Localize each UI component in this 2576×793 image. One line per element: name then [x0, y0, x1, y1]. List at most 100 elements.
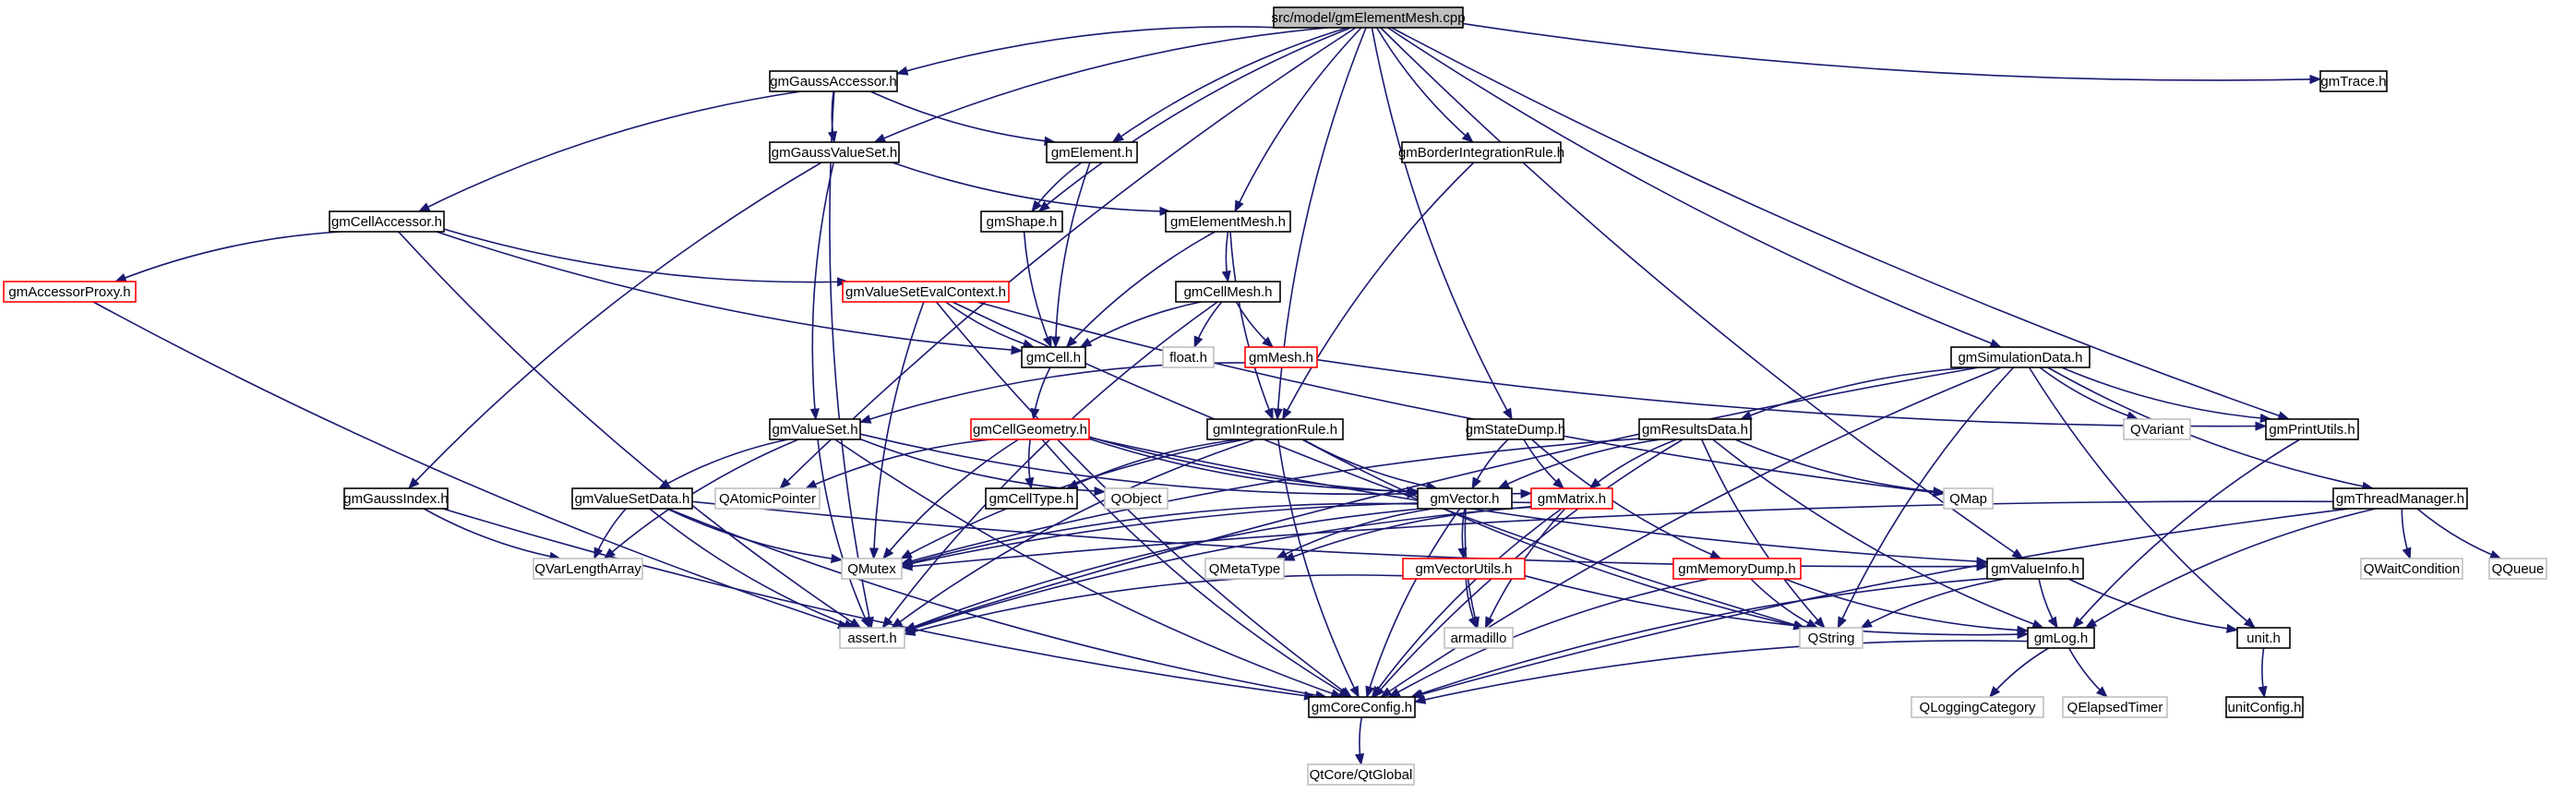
edge-log-to-coreConfig: [1413, 640, 2029, 704]
node-box-assertH: [839, 627, 905, 649]
node-qlogcat: QLoggingCategory: [1911, 696, 2044, 718]
node-box-cell: [1021, 346, 1086, 368]
node-mesh[interactable]: gmMesh.h: [1244, 346, 1318, 368]
node-label-borderRule: gmBorderIntegrationRule.h: [1398, 145, 1564, 161]
node-printUtils[interactable]: gmPrintUtils.h: [2265, 418, 2359, 440]
node-cellMesh[interactable]: gmCellMesh.h: [1175, 281, 1281, 303]
node-borderRule[interactable]: gmBorderIntegrationRule.h: [1398, 141, 1564, 163]
edge-resultsData-to-qstring: [1700, 439, 1826, 629]
node-box-unitConfig: [2225, 696, 2304, 718]
node-gaussIndex[interactable]: gmGaussIndex.h: [343, 487, 449, 510]
edges-layer: [92, 22, 2502, 766]
node-box-integrationRule: [1206, 418, 1344, 440]
node-label-threadManager: gmThreadManager.h: [2336, 491, 2464, 507]
edge-cellMesh-to-floatH: [1193, 301, 1223, 349]
edge-valueSetEval-to-qmap: [976, 301, 1946, 498]
edge-root-to-elementMesh: [1234, 27, 1362, 213]
node-cellGeometry[interactable]: gmCellGeometry.h: [970, 418, 1090, 440]
edge-memoryDump-to-coreConfig: [1388, 578, 1710, 698]
node-memoryDump[interactable]: gmMemoryDump.h: [1672, 558, 1802, 580]
edge-root-to-printUtils: [1391, 27, 2291, 421]
edge-cellGeometry-to-cellType: [1024, 439, 1035, 490]
node-qstring: QString: [1799, 627, 1863, 649]
node-label-floatH: float.h: [1169, 350, 1207, 366]
edge-printUtils-to-log: [2072, 439, 2301, 629]
node-label-unitConfig: unitConfig.h: [2227, 700, 2301, 715]
node-cell[interactable]: gmCell.h: [1021, 346, 1086, 368]
edge-valueSetEval-to-qmutex: [869, 301, 925, 560]
edge-resultsData-to-vector: [1497, 439, 1662, 489]
node-simData[interactable]: gmSimulationData.h: [1950, 346, 2091, 368]
node-resultsData[interactable]: gmResultsData.h: [1638, 418, 1752, 440]
node-box-gaussAccessor: [769, 70, 898, 92]
edge-valueSetData-to-valueInfo: [691, 500, 1989, 571]
edge-accessorProxy-to-assertH: [92, 301, 850, 630]
node-box-root: [1273, 6, 1464, 29]
edge-root-to-simData: [1387, 27, 2003, 348]
node-label-accessorProxy: gmAccessorProxy.h: [8, 284, 130, 300]
node-valueSetEval[interactable]: gmValueSetEvalContext.h: [842, 281, 1010, 303]
node-label-elementMesh: gmElementMesh.h: [1170, 214, 1286, 230]
node-vector[interactable]: gmVector.h: [1417, 487, 1513, 510]
edge-gaussAccessor-to-cellAccessor: [417, 90, 802, 212]
edge-valueSetEval-to-cell: [945, 301, 1036, 349]
edge-simData-to-printUtils: [2061, 366, 2272, 424]
node-box-qstring: [1799, 627, 1863, 649]
node-cellType[interactable]: gmCellType.h: [985, 487, 1078, 510]
node-shape[interactable]: gmShape.h: [980, 210, 1063, 233]
edge-gaussAccessor-to-assertH: [829, 90, 874, 630]
node-cellAccessor[interactable]: gmCellAccessor.h: [329, 210, 445, 233]
edge-root-to-gaussValueSet: [873, 27, 1328, 143]
node-accessorProxy[interactable]: gmAccessorProxy.h: [3, 281, 137, 303]
node-box-coreConfig: [1308, 696, 1416, 718]
edge-root-to-element: [1111, 27, 1348, 143]
node-floatH: float.h: [1162, 346, 1215, 368]
node-coreConfig[interactable]: gmCoreConfig.h: [1308, 696, 1416, 718]
edge-log-to-qlogcat: [1988, 647, 2050, 698]
node-log[interactable]: gmLog.h: [2027, 627, 2095, 649]
node-gaussValueSet[interactable]: gmGaussValueSet.h: [769, 141, 900, 163]
node-gaussAccessor[interactable]: gmGaussAccessor.h: [769, 70, 898, 92]
edge-vectorUtils-to-assertH: [903, 574, 1404, 636]
node-label-valueInfo: gmValueInfo.h: [1991, 561, 2079, 577]
node-box-qvla: [533, 558, 643, 580]
edge-vector-to-qmutex: [900, 502, 1419, 568]
node-element[interactable]: gmElement.h: [1046, 141, 1138, 163]
node-valueSet[interactable]: gmValueSet.h: [769, 418, 861, 440]
node-stateDump[interactable]: gmStateDump.h: [1466, 418, 1565, 440]
edge-cellAccessor-to-assertH: [398, 231, 862, 629]
node-label-qobject: QObject: [1110, 491, 1162, 507]
node-matrix[interactable]: gmMatrix.h: [1530, 487, 1613, 510]
node-qmetatype: QMetaType: [1204, 558, 1285, 580]
node-unitConfig[interactable]: unitConfig.h: [2225, 696, 2304, 718]
node-label-qwait: QWaitCondition: [2364, 561, 2461, 577]
edge-matrix-to-qmetatype: [1282, 506, 1532, 561]
edge-resultsData-to-matrix: [1588, 439, 1678, 489]
node-label-assertH: assert.h: [847, 631, 896, 646]
node-root[interactable]: src/model/gmElementMesh.cpp: [1271, 6, 1466, 29]
node-unitH[interactable]: unit.h: [2236, 627, 2291, 649]
node-valueSetData[interactable]: gmValueSetData.h: [571, 487, 693, 510]
node-elementMesh[interactable]: gmElementMesh.h: [1165, 210, 1291, 233]
node-label-gaussIndex: gmGaussIndex.h: [343, 491, 448, 507]
node-box-vectorUtils: [1402, 558, 1526, 580]
node-label-vectorUtils: gmVectorUtils.h: [1415, 561, 1512, 577]
edge-mesh-to-valueSet: [858, 362, 1246, 424]
edge-cellGeometry-to-qatomic: [805, 439, 992, 489]
node-label-cellType: gmCellType.h: [989, 491, 1074, 507]
node-valueInfo[interactable]: gmValueInfo.h: [1986, 558, 2084, 580]
node-label-mesh: gmMesh.h: [1249, 350, 1313, 366]
edge-root-to-gaussAccessor: [895, 26, 1284, 76]
node-box-qmetatype: [1204, 558, 1285, 580]
edge-simData-to-resultsData: [1740, 366, 1975, 420]
node-box-element: [1046, 141, 1138, 163]
node-integrationRule[interactable]: gmIntegrationRule.h: [1206, 418, 1344, 440]
node-label-printUtils: gmPrintUtils.h: [2269, 422, 2354, 438]
node-vectorUtils[interactable]: gmVectorUtils.h: [1402, 558, 1526, 580]
edge-root-to-trace: [1462, 22, 2322, 85]
edge-simData-to-qstring: [1837, 366, 2015, 630]
edge-cellMesh-to-assertH: [881, 301, 1218, 630]
node-threadManager[interactable]: gmThreadManager.h: [2332, 487, 2468, 510]
node-trace[interactable]: gmTrace.h: [2319, 70, 2388, 92]
